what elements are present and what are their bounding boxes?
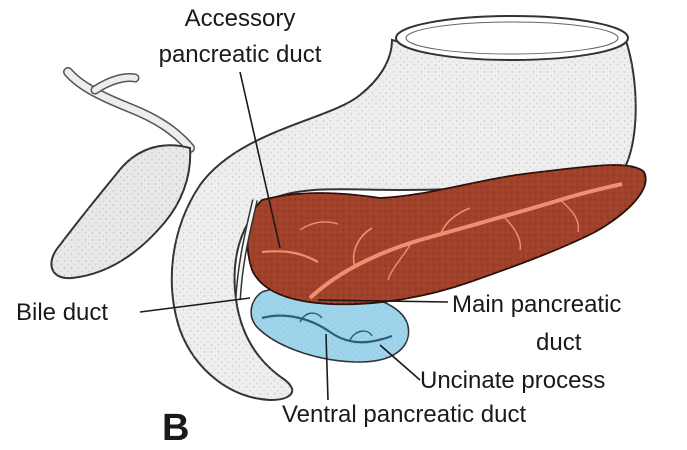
gallbladder [51,72,190,278]
label-ventral-duct: Ventral pancreatic duct [282,401,526,428]
label-main-duct-line1: Main pancreatic [452,291,621,318]
panel-letter: B [162,407,189,449]
label-accessory-duct-line2: pancreatic duct [159,41,322,68]
label-accessory-duct-line1: Accessory [185,5,296,32]
label-bile-duct: Bile duct [16,299,108,326]
label-uncinate-process: Uncinate process [420,367,605,394]
stomach-opening [396,16,628,60]
label-main-duct-line2: duct [536,329,582,356]
